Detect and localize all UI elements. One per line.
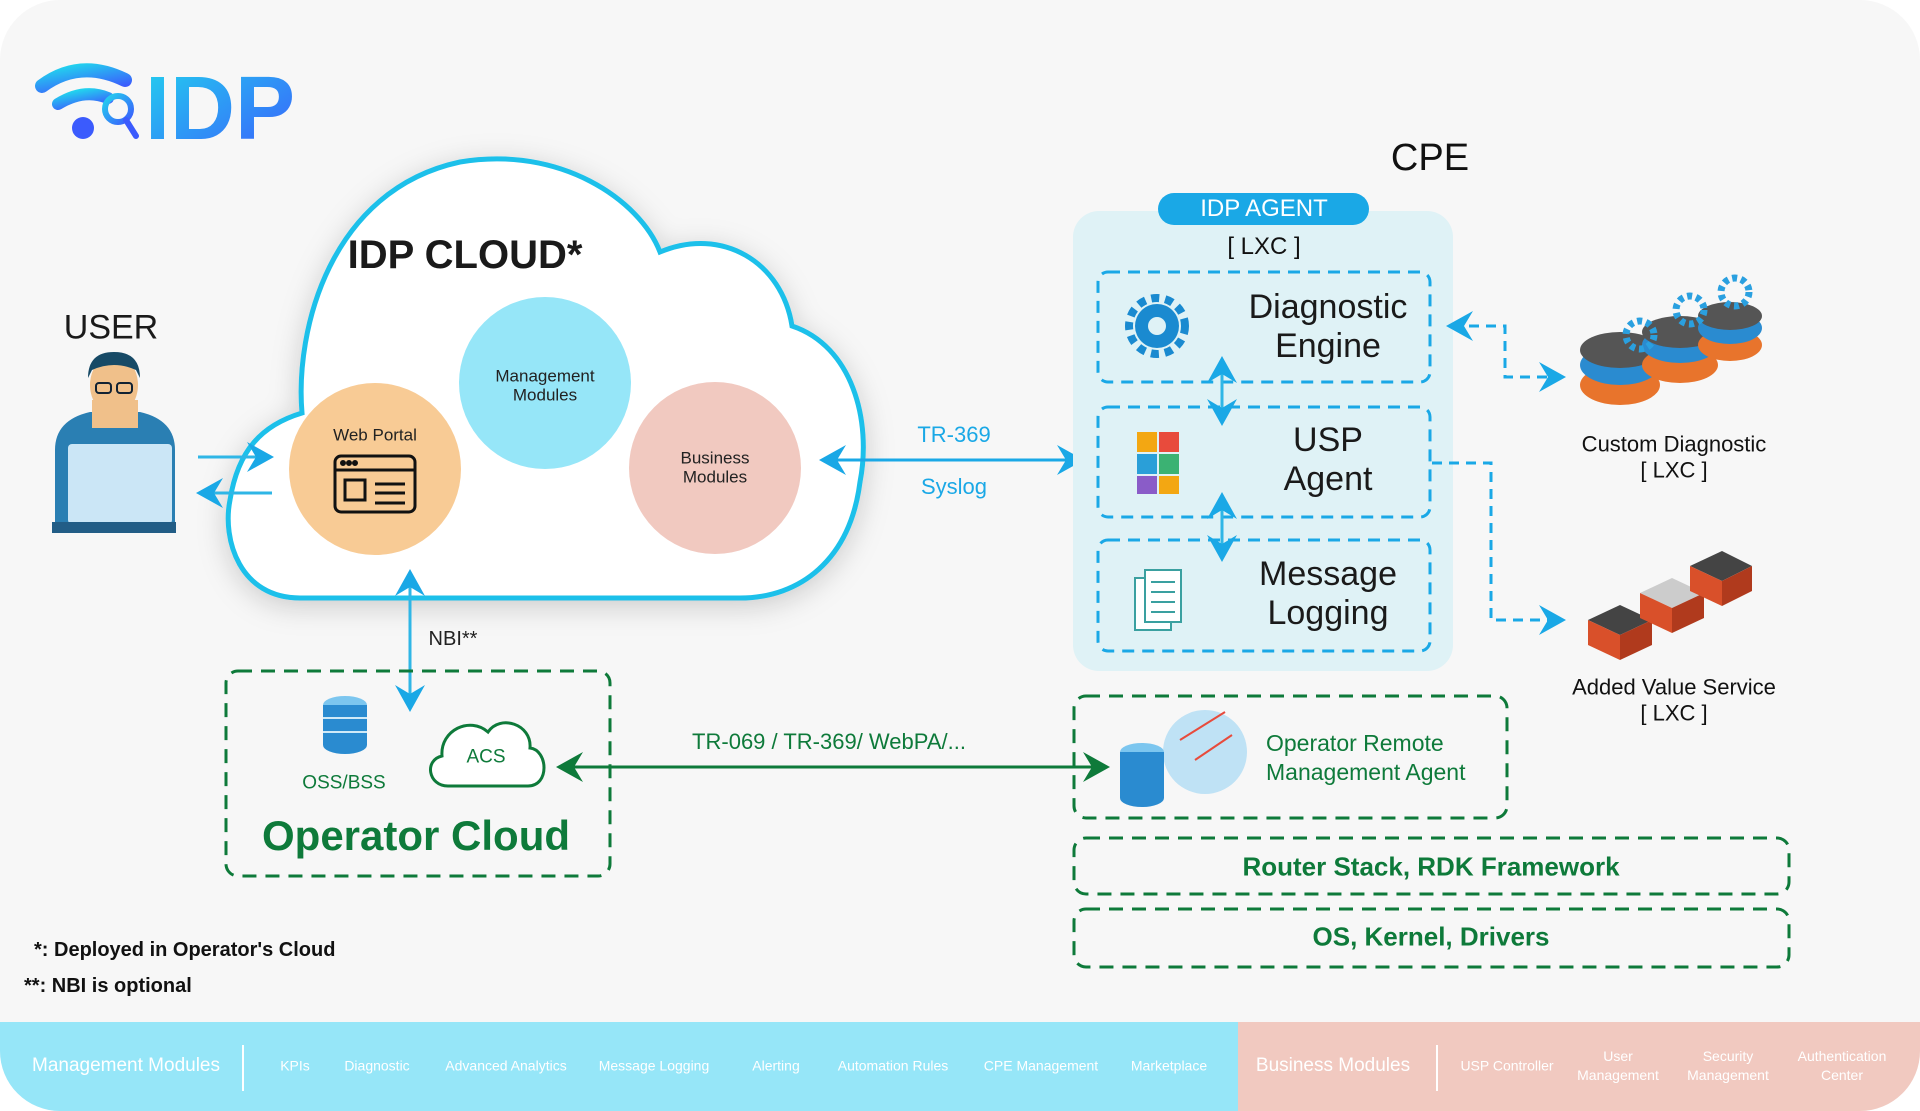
label-line: Management — [495, 366, 595, 386]
module-item-kpis: KPIs — [280, 1057, 310, 1074]
label-line: Logging — [1267, 594, 1389, 632]
label-line: Diagnostic — [1248, 287, 1408, 326]
module-item-user-management: User Management — [1577, 1048, 1659, 1083]
added-value-label: Added Value Service[ LXC ] — [1572, 675, 1776, 728]
user-avatar-icon — [52, 352, 176, 533]
bar-divider — [242, 1045, 244, 1091]
module-item-advanced-analytics: Advanced Analytics — [445, 1057, 567, 1074]
web-portal-label: Web Portal — [333, 425, 417, 445]
label-line: Agent — [1283, 460, 1373, 498]
label-line: Message — [1259, 554, 1397, 593]
management-modules-title: Management Modules — [32, 1055, 220, 1076]
label-line: [ LXC ] — [1640, 458, 1708, 483]
bar-divider — [1436, 1045, 1438, 1091]
module-item-message-logging: Message Logging — [598, 1057, 710, 1074]
cpe-label: CPE — [1390, 137, 1470, 180]
usp-added-value-link — [1432, 461, 1566, 635]
label-line: Added Value Service — [1572, 674, 1776, 700]
diagnostic-engine-box — [1096, 270, 1432, 384]
operator-cloud-title: Operator Cloud — [261, 811, 571, 859]
label-line: Operator Remote — [1266, 730, 1444, 756]
router-stack-box — [1072, 836, 1791, 896]
management-modules-circle — [459, 297, 631, 469]
label-line: Business — [680, 448, 750, 468]
operator-protocols-label: TR-069 / TR-369/ WebPA/... — [692, 728, 966, 754]
label-line: Engine — [1275, 327, 1381, 365]
document-icon — [1134, 569, 1182, 631]
label-line: [ LXC ] — [1640, 701, 1708, 726]
label-line: Custom Diagnostic — [1581, 431, 1767, 457]
module-item-authentication-center: Authentication Center — [1797, 1048, 1887, 1083]
business-modules-bar — [1238, 1022, 1920, 1111]
nbi-label: NBI** — [428, 628, 478, 650]
cubes-icon — [1137, 432, 1179, 494]
idp-agent-badge-label: IDP AGENT — [1200, 194, 1328, 222]
label-line: Modules — [512, 385, 578, 404]
label-line: USP — [1293, 420, 1363, 459]
idp-cloud-title: IDP CLOUD* — [347, 233, 583, 277]
operator-agent-box — [1072, 694, 1509, 820]
logo-text: IDP — [145, 59, 295, 159]
database-icon — [323, 696, 367, 754]
syslog-label: Syslog — [920, 473, 988, 499]
idp-agent-lxc-label: [ LXC ] — [1227, 232, 1301, 260]
user-label: USER — [63, 308, 159, 347]
os-layer-label: OS, Kernel, Drivers — [1312, 921, 1550, 952]
module-item-automation-rules: Automation Rules — [837, 1057, 949, 1074]
acs-label: ACS — [466, 746, 506, 768]
web-browser-icon — [333, 454, 417, 514]
label-line: Management Agent — [1266, 758, 1466, 785]
module-item-diagnostic: Diagnostic — [344, 1057, 410, 1074]
custom-diagnostic-label: Custom Diagnostic[ LXC ] — [1582, 432, 1767, 485]
diagnostic-custom-link — [1446, 311, 1566, 392]
label-line: Modules — [682, 467, 748, 486]
module-item-marketplace: Marketplace — [1130, 1057, 1208, 1074]
custom-diagnostic-container-icon — [1580, 274, 1762, 405]
footnote-2: **: NBI is optional — [24, 975, 192, 997]
module-item-security-management: Security Management — [1687, 1048, 1769, 1083]
management-modules-bar — [0, 1022, 1238, 1111]
oss-bss-label: OSS/BSS — [302, 772, 386, 794]
idp-agent-badge — [1158, 193, 1369, 225]
gear-icon — [1125, 294, 1189, 358]
added-value-container-icon — [1588, 551, 1752, 660]
globe-icon — [1163, 710, 1247, 794]
idp-logo: IDP — [35, 59, 295, 159]
os-layer-box — [1072, 907, 1791, 969]
footnote-1: *: Deployed in Operator's Cloud — [34, 939, 336, 961]
business-modules-circle — [629, 382, 801, 554]
tr369-label: TR-369 — [917, 421, 991, 447]
business-modules-title: Business Modules — [1255, 1055, 1411, 1076]
module-item-alerting: Alerting — [752, 1057, 800, 1074]
module-item-usp-controller: USP Controller — [1460, 1057, 1554, 1074]
acs-cloud-icon — [429, 721, 546, 788]
message-logging-box — [1096, 538, 1432, 653]
router-stack-label: Router Stack, RDK Framework — [1242, 851, 1620, 882]
usp-agent-box — [1096, 405, 1432, 519]
module-item-cpe-management: CPE Management — [983, 1057, 1099, 1074]
agent-database-icon — [1120, 743, 1164, 807]
